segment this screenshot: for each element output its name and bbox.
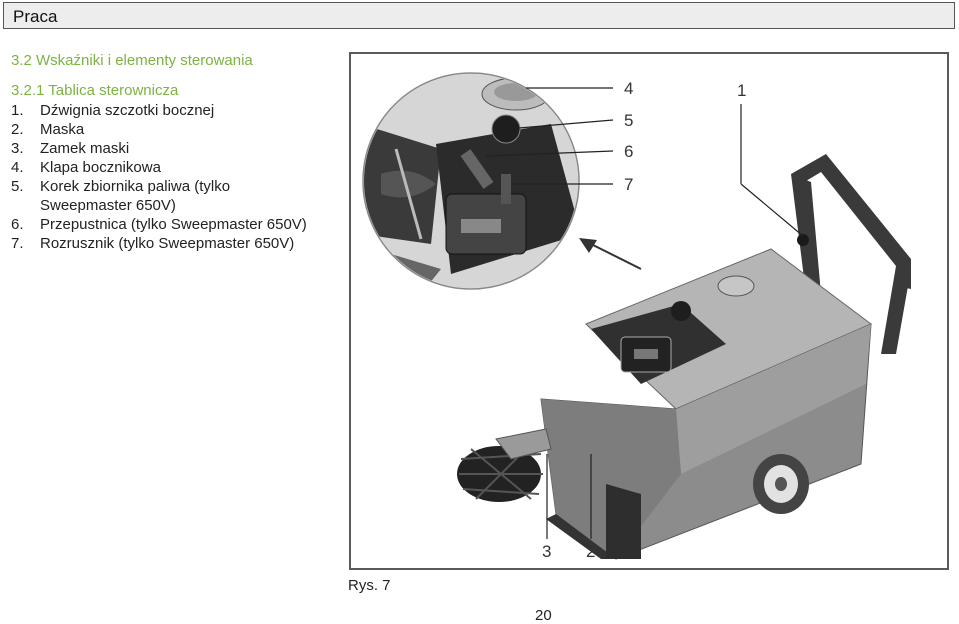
legend-item: 3. Zamek maski xyxy=(11,139,311,158)
legend-text: Zamek maski xyxy=(40,140,130,157)
header-title: Praca xyxy=(13,7,58,26)
subsection-title: 3.2.1 Tablica sterownicza xyxy=(11,82,179,99)
legend-text: Rozrusznik (tylko Sweepmaster 650V) xyxy=(40,235,295,252)
callout-7: 7 xyxy=(624,175,633,194)
page-number: 20 xyxy=(535,607,552,624)
figure-caption: Rys. 7 xyxy=(348,577,391,594)
legend-number: 2. xyxy=(11,121,24,138)
legend-number: 7. xyxy=(11,235,24,252)
legend-number: 4. xyxy=(11,159,24,176)
legend-item: 5. Korek zbiornika paliwa (tylko Sweepmas… xyxy=(11,177,311,215)
legend-item: 6. Przepustnica (tylko Sweepmaster 650V) xyxy=(11,215,311,234)
legend-text: Maska xyxy=(40,121,85,138)
legend-item: 4. Klapa bocznikowa xyxy=(11,158,311,177)
legend-item: 7. Rozrusznik (tylko Sweepmaster 650V) xyxy=(11,234,311,253)
legend-number: 3. xyxy=(11,140,24,157)
legend-text: Korek zbiornika paliwa (tylko Sweepmaste… xyxy=(40,178,231,214)
callout-2: 2 xyxy=(586,542,595,561)
legend-text: Przepustnica (tylko Sweepmaster 650V) xyxy=(40,216,307,233)
component-legend: 1. Dźwignia szczotki bocznej 2. Maska 3. Za… xyxy=(11,101,311,253)
callout-1: 1 xyxy=(737,81,746,100)
legend-number: 5. xyxy=(11,178,24,195)
legend-item: 2. Maska xyxy=(11,120,311,139)
side-brush-icon xyxy=(457,428,552,502)
engine-closeup-inset xyxy=(362,72,580,290)
callout-5: 5 xyxy=(624,111,633,130)
sweeper-machine xyxy=(457,154,911,560)
legend-text: Klapa bocznikowa xyxy=(40,159,161,176)
sweeper-illustration: 4 5 6 7 1 3 2 xyxy=(362,72,911,561)
section-title: 3.2 Wskaźniki i elementy sterowania xyxy=(11,52,253,69)
inset-arrow xyxy=(579,238,642,270)
leader-lines xyxy=(485,87,804,539)
callout-3: 3 xyxy=(542,542,551,561)
sweeper-figure: 4 5 6 7 1 3 2 xyxy=(349,52,949,570)
page-header: Praca xyxy=(3,2,955,29)
legend-item: 1. Dźwignia szczotki bocznej xyxy=(11,101,311,120)
legend-number: 1. xyxy=(11,102,24,119)
callout-4: 4 xyxy=(624,79,633,98)
legend-text: Dźwignia szczotki bocznej xyxy=(40,102,215,119)
callout-6: 6 xyxy=(624,142,633,161)
legend-number: 6. xyxy=(11,216,24,233)
